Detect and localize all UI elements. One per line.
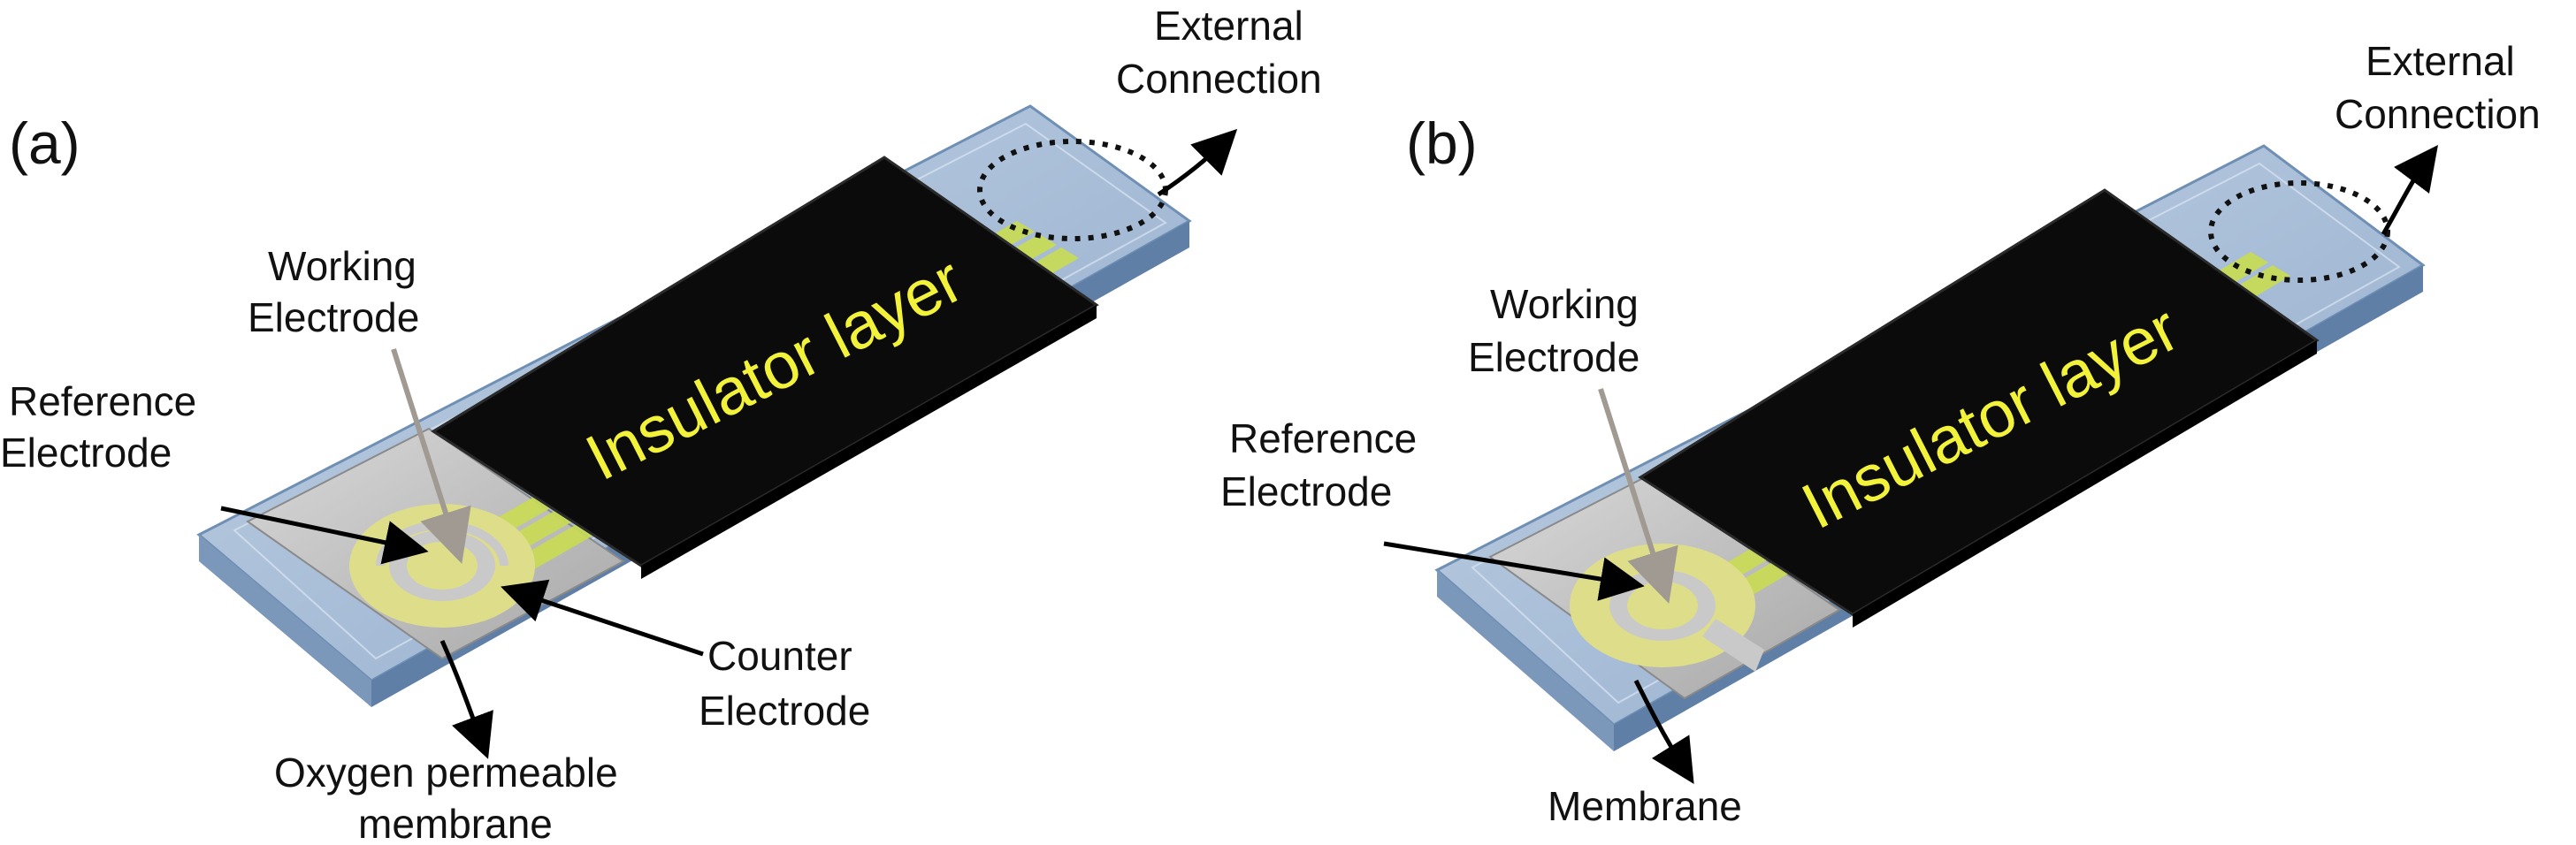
panel-a-external-connection-l2: Connection xyxy=(1116,56,1322,102)
panel-a-reference-arrow xyxy=(220,506,429,565)
panel-a: (a) Insulator layer Ext xyxy=(0,3,1322,845)
panel-b-membrane-arrow xyxy=(1633,679,1694,784)
panel-a-working-arrow xyxy=(391,348,471,564)
panel-a-working-l1: Working xyxy=(268,243,417,289)
panel-b-reference-l2: Electrode xyxy=(1220,468,1392,514)
panel-a-reference-l1: Reference xyxy=(9,378,196,424)
panel-b-working-arrow xyxy=(1598,388,1678,604)
panel-b-external-connection-l2: Connection xyxy=(2335,91,2541,137)
panel-b-reference-l1: Reference xyxy=(1229,415,1417,461)
panel-b-working-l2: Electrode xyxy=(1468,334,1640,380)
panel-b-connection-circle xyxy=(2208,180,2390,283)
panel-a-tag: (a) xyxy=(9,110,80,176)
panel-b-external-connection-l1: External xyxy=(2366,38,2515,84)
panel-b-tag: (b) xyxy=(1406,110,1478,176)
panel-a-counter-l2: Electrode xyxy=(699,688,870,734)
panel-b-working-l1: Working xyxy=(1490,281,1639,327)
panel-b-connection-arrow xyxy=(2381,144,2438,236)
panel-a-reference-l2: Electrode xyxy=(0,430,172,476)
panel-a-external-connection-l1: External xyxy=(1154,3,1303,49)
panel-b: (b) Insulator layer External xyxy=(1220,38,2541,829)
panel-a-membrane-arrow xyxy=(440,639,493,759)
panel-a-membrane-l1: Oxygen permeable xyxy=(274,750,618,796)
panel-b-membrane: Membrane xyxy=(1548,783,1742,829)
panel-a-electrodes xyxy=(349,504,535,628)
panel-a-counter-arrow xyxy=(501,579,704,657)
panel-b-reference-arrow xyxy=(1383,541,1645,601)
panel-a-connection-arrow xyxy=(1157,128,1238,197)
panel-a-counter-l1: Counter xyxy=(707,633,852,679)
panel-a-membrane-l2: membrane xyxy=(358,801,553,845)
panel-a-working-l2: Electrode xyxy=(248,294,419,340)
